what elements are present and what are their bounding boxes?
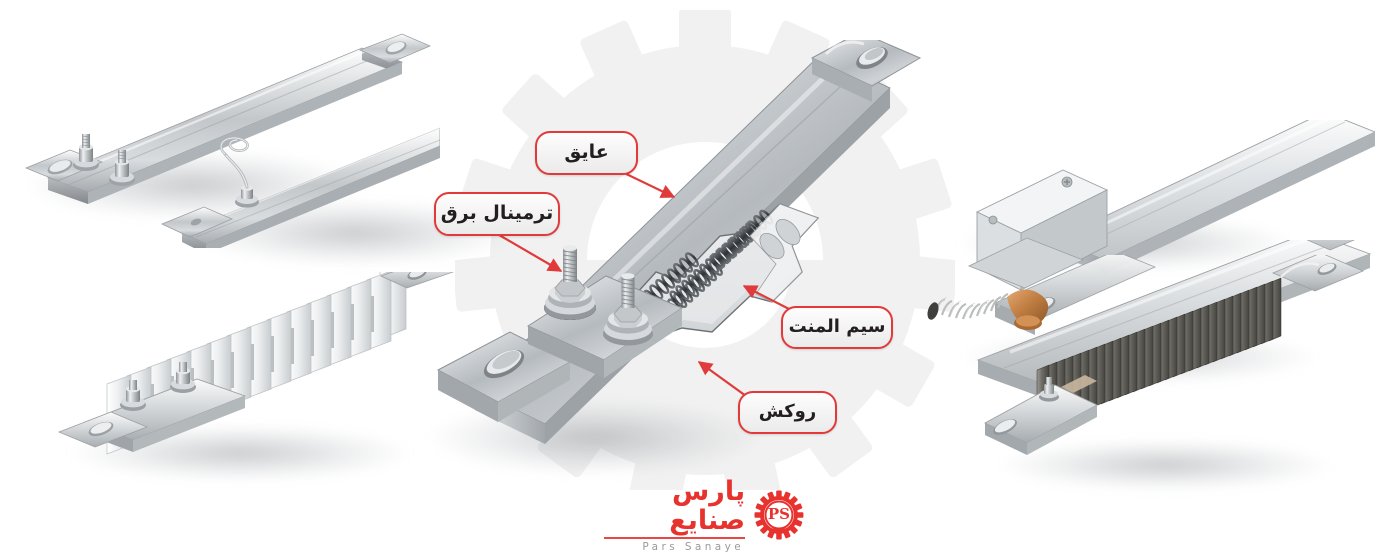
finned-strip-heater-right: [927, 255, 1365, 455]
boxed-terminal-strip-heater: [968, 120, 1375, 291]
callout-sheath: روکش: [738, 391, 837, 434]
brand-name-fa: پارس صنایع: [669, 475, 746, 536]
gear-monogram-icon: PS: [754, 490, 804, 540]
brand-monogram: PS: [768, 505, 790, 523]
cutaway-strip-heater-center: [436, 40, 922, 444]
brand-logo-rule: [604, 537, 746, 539]
callout-sheath-label: روکش: [758, 400, 817, 422]
callout-power-terminal: ترمینال برق: [434, 192, 560, 236]
flat-strip-heater-pair: [24, 33, 440, 248]
callout-element-wire: سیم المنت: [781, 306, 893, 349]
brand-name-en: Pars Sanaye: [642, 540, 745, 552]
brand-logo-text: پارس صنایع Pars Sanaye: [604, 475, 746, 552]
finned-strip-heater-left: [57, 272, 455, 455]
brand-logo: پارس صنایع Pars Sanaye: [604, 477, 804, 552]
callout-element-wire-label: سیم المنت: [788, 315, 886, 337]
callout-insulation: عایق: [535, 131, 638, 175]
callout-power-terminal-label: ترمینال برق: [440, 201, 554, 224]
callout-insulation-label: عایق: [564, 140, 609, 163]
